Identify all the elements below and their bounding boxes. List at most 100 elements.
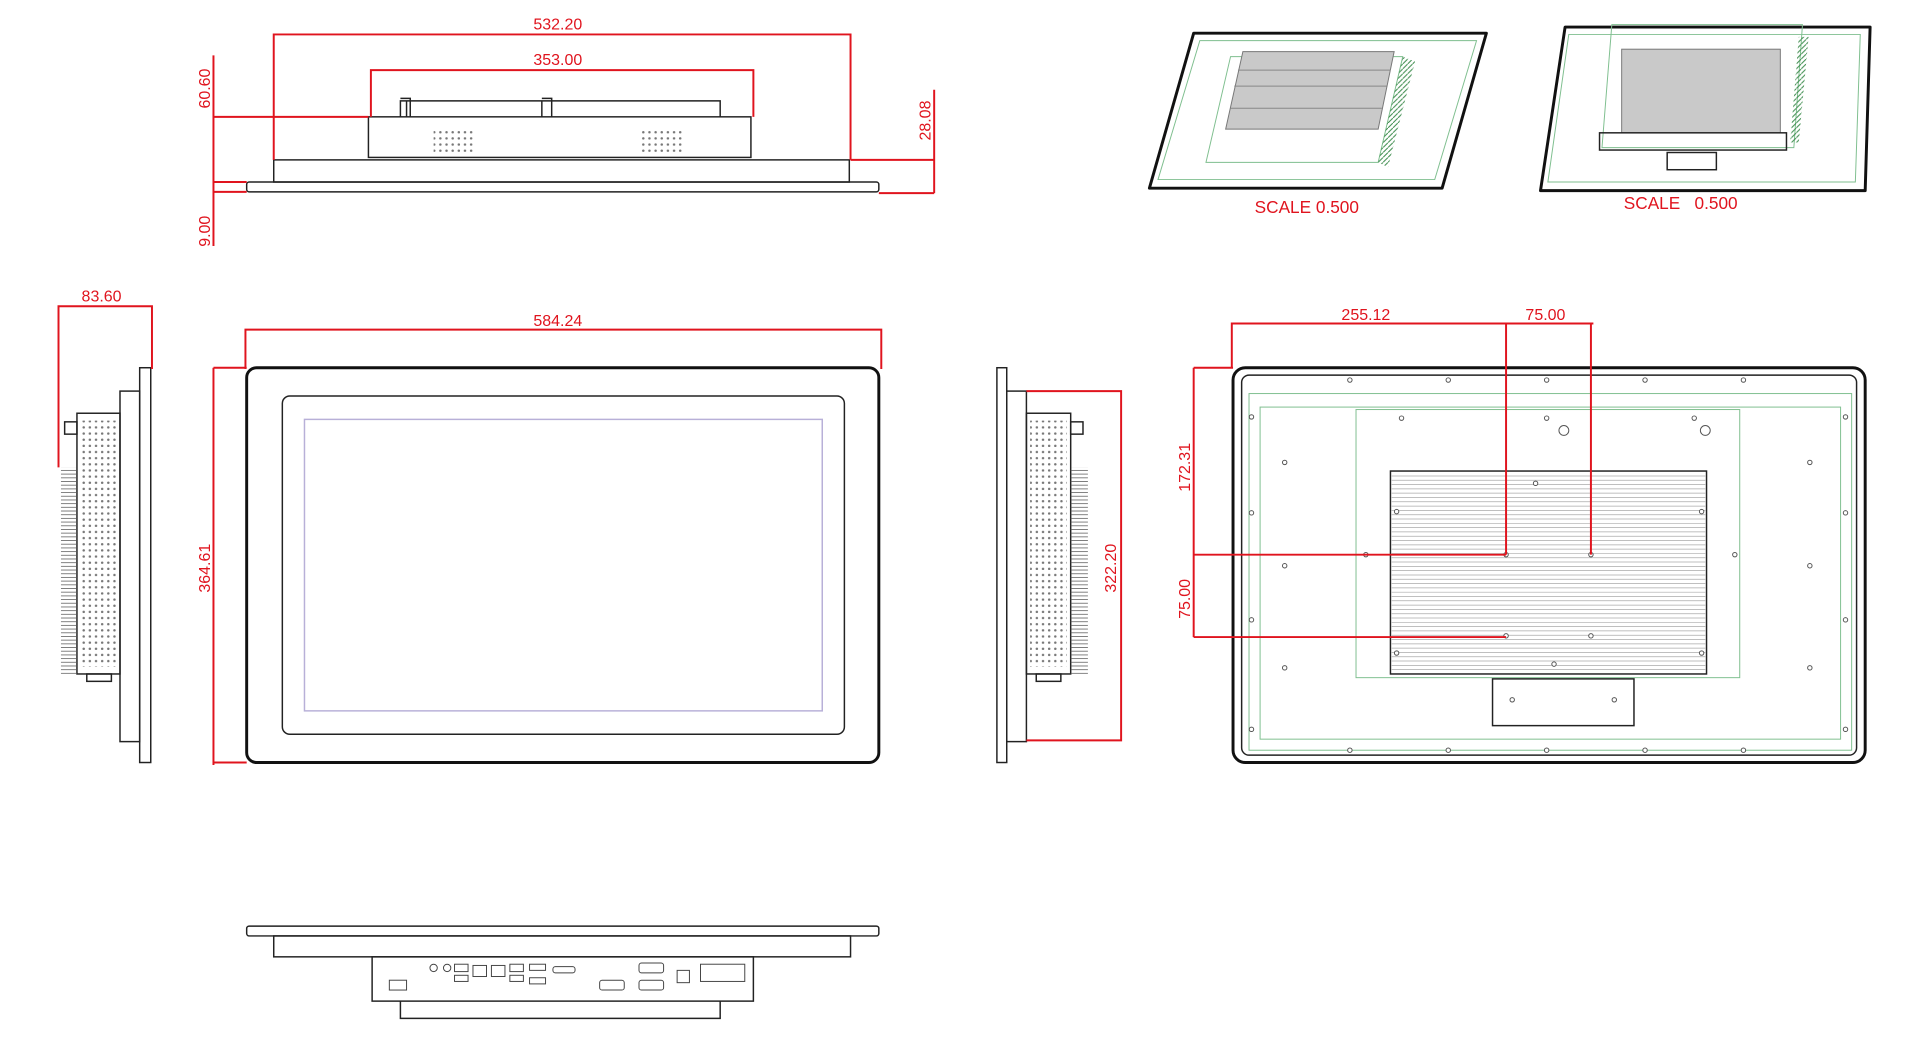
- right-side-view: 322.20: [996, 366, 1123, 764]
- top-housing: [272, 159, 851, 183]
- screw-hole: [1347, 747, 1353, 753]
- screw-hole: [1842, 414, 1849, 420]
- top-box: [367, 116, 752, 159]
- iso2-io-panel: [1598, 132, 1788, 151]
- right-vents: [1030, 420, 1067, 667]
- iso2-bracket: [1601, 24, 1803, 149]
- bottom-box: [371, 956, 755, 1002]
- iso-view-2: SCALE 0.500: [1539, 24, 1872, 213]
- iso2-frame: [1547, 33, 1861, 183]
- screw-hole: [1842, 726, 1849, 733]
- screw-hole: [1543, 377, 1550, 383]
- hole: [1699, 425, 1711, 436]
- screw-hole: [1532, 480, 1539, 487]
- back-rim: [1240, 374, 1858, 756]
- right-foot: [1035, 673, 1062, 683]
- top-bezel: [245, 181, 880, 193]
- screw-hole: [1393, 650, 1400, 656]
- dim-line-353: [369, 69, 755, 117]
- dim-label-vesa-y: 75.00: [1177, 579, 1194, 619]
- screw-hole: [1551, 661, 1557, 667]
- iso1-heatsink: [1225, 51, 1395, 130]
- left-housing: [119, 390, 141, 743]
- left-bezel: [138, 366, 152, 764]
- bottom-handle: [399, 1001, 721, 1020]
- dim-line-322: [1026, 390, 1123, 742]
- screw-hole: [1740, 377, 1747, 383]
- top-view: 532.20 353.00 60.60 9.00 28.08: [197, 17, 936, 247]
- screw-hole: [1281, 665, 1288, 671]
- display-area: [303, 418, 823, 712]
- iso1-fin-lines: [1230, 69, 1391, 109]
- screw-holes: [1248, 377, 1849, 753]
- screw-hole: [1691, 415, 1697, 421]
- back-bracket: [1355, 409, 1741, 679]
- iso1-outline: [1147, 31, 1488, 190]
- left-connector: [63, 421, 78, 435]
- screw-hole: [1248, 726, 1255, 733]
- screw-hole: [1642, 747, 1648, 753]
- dim-label-offset-y: 172.31: [1177, 443, 1194, 492]
- iso-view-1: SCALE 0.500: [1147, 31, 1488, 217]
- dim-line-60: [212, 55, 369, 246]
- back-outline: [1231, 366, 1867, 764]
- dim-line-532: [272, 33, 852, 160]
- screw-hole: [1248, 510, 1255, 516]
- iso2-heatsink: [1621, 48, 1781, 134]
- right-connector: [1069, 421, 1084, 435]
- dim-label-front-height: 364.61: [197, 544, 214, 593]
- iso2-side-vents: [1790, 36, 1809, 143]
- screw-hole: [1398, 415, 1405, 421]
- screw-hole: [1509, 697, 1515, 703]
- dim-label-housing-depth: 28.08: [917, 100, 934, 140]
- bottom-housing: [272, 935, 852, 958]
- iso2-outline: [1539, 25, 1872, 193]
- hole: [1558, 425, 1570, 436]
- screw-hole: [1393, 508, 1400, 515]
- vent-pattern: [433, 130, 683, 155]
- screw-hole: [1842, 510, 1849, 516]
- dim-line-28: [850, 89, 936, 195]
- screw-hole: [1842, 617, 1849, 623]
- dim-line-364: [212, 366, 247, 765]
- screw-hole: [1543, 747, 1550, 753]
- screw-hole: [1807, 459, 1813, 466]
- io-ports: [388, 962, 746, 991]
- screw-hole: [1698, 508, 1705, 515]
- screw-hole: [1807, 563, 1813, 569]
- dim-label-vesa-x: 75.00: [1525, 307, 1565, 324]
- right-bezel: [996, 366, 1008, 764]
- heatsink: [1389, 470, 1708, 675]
- screw-hole: [1543, 415, 1550, 421]
- dim-line-255: [1230, 322, 1594, 555]
- front-frame: [281, 395, 846, 735]
- left-side-view: 83.60: [57, 288, 153, 764]
- top-handle: [399, 97, 721, 117]
- dim-label-side-depth: 83.60: [82, 288, 122, 305]
- screw-hole: [1281, 459, 1288, 466]
- screw-hole: [1740, 747, 1747, 753]
- screw-hole: [1588, 633, 1594, 639]
- front-bezel: [245, 366, 881, 764]
- dim-label-front-width: 584.24: [533, 313, 582, 330]
- dim-line-172: [1192, 366, 1507, 639]
- right-fins: [1070, 467, 1088, 674]
- dim-label-offset-x: 255.12: [1341, 307, 1390, 324]
- front-view: 584.24 364.61: [197, 313, 883, 765]
- left-fins: [60, 467, 77, 674]
- dim-label-depth-total: 60.60: [197, 68, 214, 108]
- iso1-side-vents: [1378, 56, 1416, 168]
- dim-label-side-height: 322.20: [1103, 544, 1120, 593]
- screw-hole: [1611, 697, 1617, 703]
- screw-hole: [1807, 665, 1813, 671]
- dim-line-83: [57, 305, 153, 468]
- dim-label-bezel: 9.00: [197, 216, 214, 247]
- screw-hole: [1445, 747, 1451, 753]
- dim-line-584: [244, 328, 883, 369]
- bottom-bezel: [245, 925, 880, 937]
- screw-hole: [1445, 377, 1451, 383]
- screw-hole: [1248, 617, 1255, 623]
- iso1-frame: [1157, 40, 1478, 181]
- heatsink-fins: [1391, 475, 1706, 671]
